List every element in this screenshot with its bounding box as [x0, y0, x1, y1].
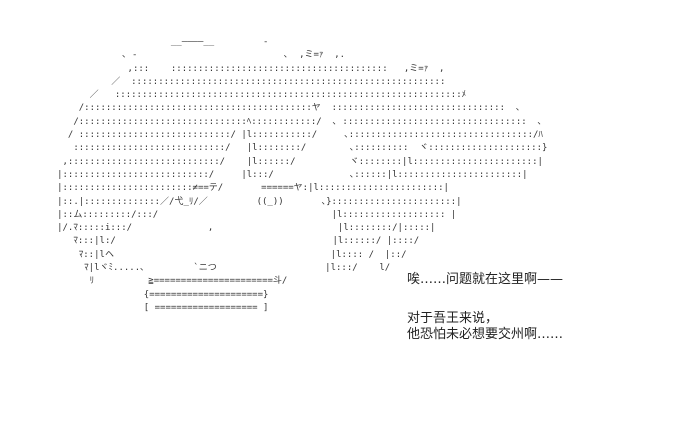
art-line: ,::::::::::::::::::::::::::::/ |l::::::/…: [30, 156, 543, 167]
art-line: |/.ﾏ:::::i:::/ , |l::::::::/|:::::|: [30, 223, 436, 234]
art-line: ,::: :::::::::::::::::::::::::::::::::::…: [30, 63, 445, 74]
art-line: |::::::::::::::::::::::::≠==テ/ ======ヤ:|…: [30, 183, 449, 194]
art-line: {=====================}: [30, 289, 269, 300]
dialogue-line-1: 唉……问题就在这里啊——: [407, 272, 564, 287]
dialogue-line-3: 他恐怕未必想要交州啊……: [407, 327, 564, 342]
art-line: ﾏ:::|l:/ |l::::::/ |::::/: [30, 236, 420, 247]
art-line: [ =================== ]: [30, 302, 269, 313]
art-line: ／ ::::::::::::::::::::::::::::::::::::::…: [30, 90, 467, 101]
art-line: ／ ::::::::::::::::::::::::::::::::::::::…: [30, 76, 446, 87]
art-line: /:::::::::::::::::::::::::::::::::::::::…: [30, 103, 521, 114]
art-line: ::::::::::::::::::::::::::::/ |l::::::::…: [30, 143, 548, 154]
art-line: ﾘ ≧======================斗/: [30, 276, 288, 287]
art-line: |:::::::::::::::::::::::::::/ |l:::/ ､::…: [30, 169, 528, 180]
art-line: /:::::::::::::::::::::::::::::::ﾍ:::::::…: [30, 116, 542, 127]
art-line: ﾏ::|lヘ |l:::: / |::/: [30, 249, 407, 260]
art-line: |::ム:::::::::/:::/ |l:::::::::::::::::::…: [30, 209, 457, 220]
art-line: __――――__ -: [30, 37, 285, 47]
ascii-art-character: __――――__ - ､ ‐ ､ ,ミ=ｧ ,. ,::: ::::::::::…: [30, 36, 547, 315]
dialogue-line-2: 对于吾王来说，: [407, 311, 499, 326]
art-line: / ::::::::::::::::::::::::::::/ |l::::::…: [30, 130, 543, 141]
art-line: |::.|::::::::::::::／/弋_ﾘ/／ ((_)) ､}:::::…: [30, 196, 462, 207]
art-line: ､ ‐ ､ ,ミ=ｧ ,.: [30, 50, 346, 61]
art-line: ﾏ|lヾﾐ.....､ `ニつ |l:::/ l/: [30, 263, 391, 274]
